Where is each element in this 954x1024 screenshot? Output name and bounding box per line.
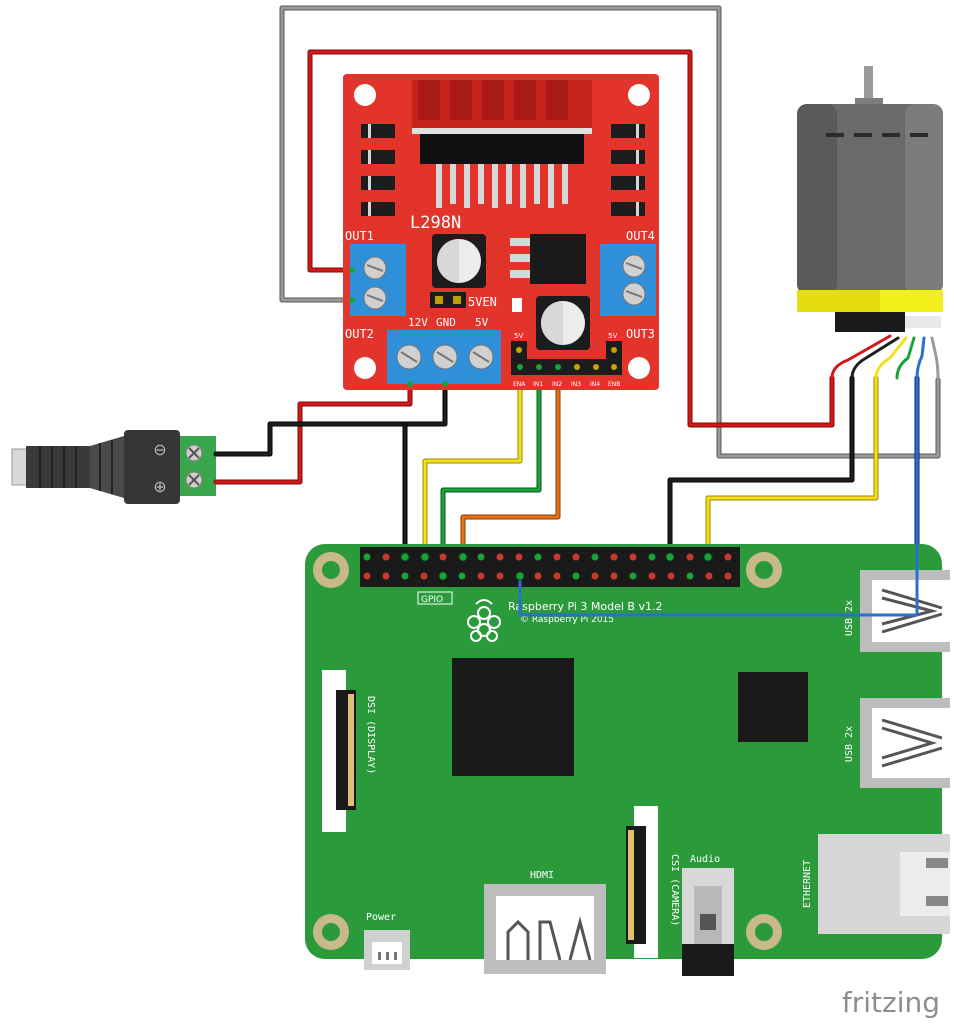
gpio-pin [382,553,390,561]
out2-label: OUT2 [345,327,374,341]
5v-label: 5V [475,316,489,329]
header-5v-right-label: 5V [608,332,617,340]
gpio-pin [439,553,447,561]
gpio-pin [572,553,580,561]
gpio-label: GPIO [421,595,443,605]
usb-port-bottom [860,698,950,788]
gpio-pin [610,553,618,561]
5ven-jumper [430,292,466,308]
wire-blue-overlay [518,500,919,617]
audio-label: Audio [690,854,720,865]
micro-usb-power-port [364,930,410,970]
gpio-pin [686,553,694,561]
pin-enb-label: ENB [608,381,620,388]
power-terminal [387,330,501,387]
pin-ena-label: ENA [513,381,526,388]
hdmi-label: HDMI [530,870,554,881]
pin-in4-label: IN4 [590,381,600,388]
gpio-pin [648,572,656,580]
voltage-regulator [510,234,586,284]
gpio-pin [534,572,542,580]
pin-in3-label: IN3 [571,381,581,388]
usb-port-top [860,570,950,652]
out1-out2-terminal [349,244,406,316]
gpio-pin [363,553,371,561]
usb-bottom-label: USB 2x [844,726,855,762]
pi-model-label: Raspberry Pi 3 Model B v1.2 [508,600,662,613]
ethernet-label: ETHERNET [802,860,813,908]
gpio-pin [553,572,561,580]
gpio-pin [629,572,637,580]
gpio-pin [572,572,580,580]
hdmi-port [484,884,606,974]
gpio-connection-dots [400,552,713,581]
out3-label: OUT3 [626,327,655,341]
capacitor-right [536,296,590,350]
driver-name-label: L298N [410,213,461,233]
out4-label: OUT4 [626,229,655,243]
gpio-pin [477,572,485,580]
power-label: Power [366,912,396,923]
dc-motor [797,66,943,332]
csi-connector [626,806,658,958]
lan-chip [738,672,808,742]
gpio-pin [534,553,542,561]
wire-red-12v [213,381,413,485]
dc-barrel-jack: ⊖ ⊕ [11,430,216,504]
ethernet-port [818,834,950,934]
usb-top-label: USB 2x [844,600,855,636]
out1-label: OUT1 [345,229,374,243]
fritzing-brand-label: fritzing [842,986,940,1019]
gpio-pin [363,572,371,580]
heatsink [412,80,592,208]
raspberry-logo-icon [467,599,501,642]
signal-header [511,341,622,375]
gpio-pin [667,572,675,580]
gpio-pin [477,553,485,561]
dsi-connector [322,670,356,832]
minus-icon: ⊖ [153,442,166,459]
gpio-pin [515,553,523,561]
pi-copyright-label: © Raspberry Pi 2015 [520,615,614,625]
audio-jack [682,868,734,976]
gpio-pin [553,553,561,561]
gpio-header [360,547,740,587]
gpio-pin [420,572,428,580]
gpio-pin [496,553,504,561]
gpio-pin [610,572,618,580]
12v-label: 12V [408,316,428,329]
gpio-pin [458,572,466,580]
l298n-driver-board: L298N 5VEN OUT1 OUT2 OUT4 OUT [343,74,659,390]
csi-label: CSI (CAMERA) [669,854,680,926]
gpio-pin [496,572,504,580]
gpio-pin [382,572,390,580]
soc-chip [452,658,574,776]
plus-icon: ⊕ [153,479,166,496]
gnd-label: GND [436,316,456,329]
5ven-label: 5VEN [468,295,497,309]
dsi-label: DSI (DISPLAY) [365,696,376,774]
gpio-pin [686,572,694,580]
gpio-pin [591,572,599,580]
out3-out4-terminal [600,244,656,316]
gpio-pin [724,572,732,580]
gpio-pin [724,553,732,561]
gpio-pin [705,572,713,580]
header-5v-left-label: 5V [514,332,523,340]
pin-in2-label: IN2 [552,381,562,388]
capacitor-left [432,234,486,288]
gpio-pin [629,553,637,561]
raspberry-pi-board: GPIO Raspberry Pi 3 Model B v1.2 © Raspb… [305,544,950,976]
wire-yellow-ena [422,359,523,559]
pin-in1-label: IN1 [533,381,543,388]
gpio-pin [648,553,656,561]
wire-black-motor [667,375,855,559]
gpio-pin [401,572,409,580]
gpio-pin [591,553,599,561]
